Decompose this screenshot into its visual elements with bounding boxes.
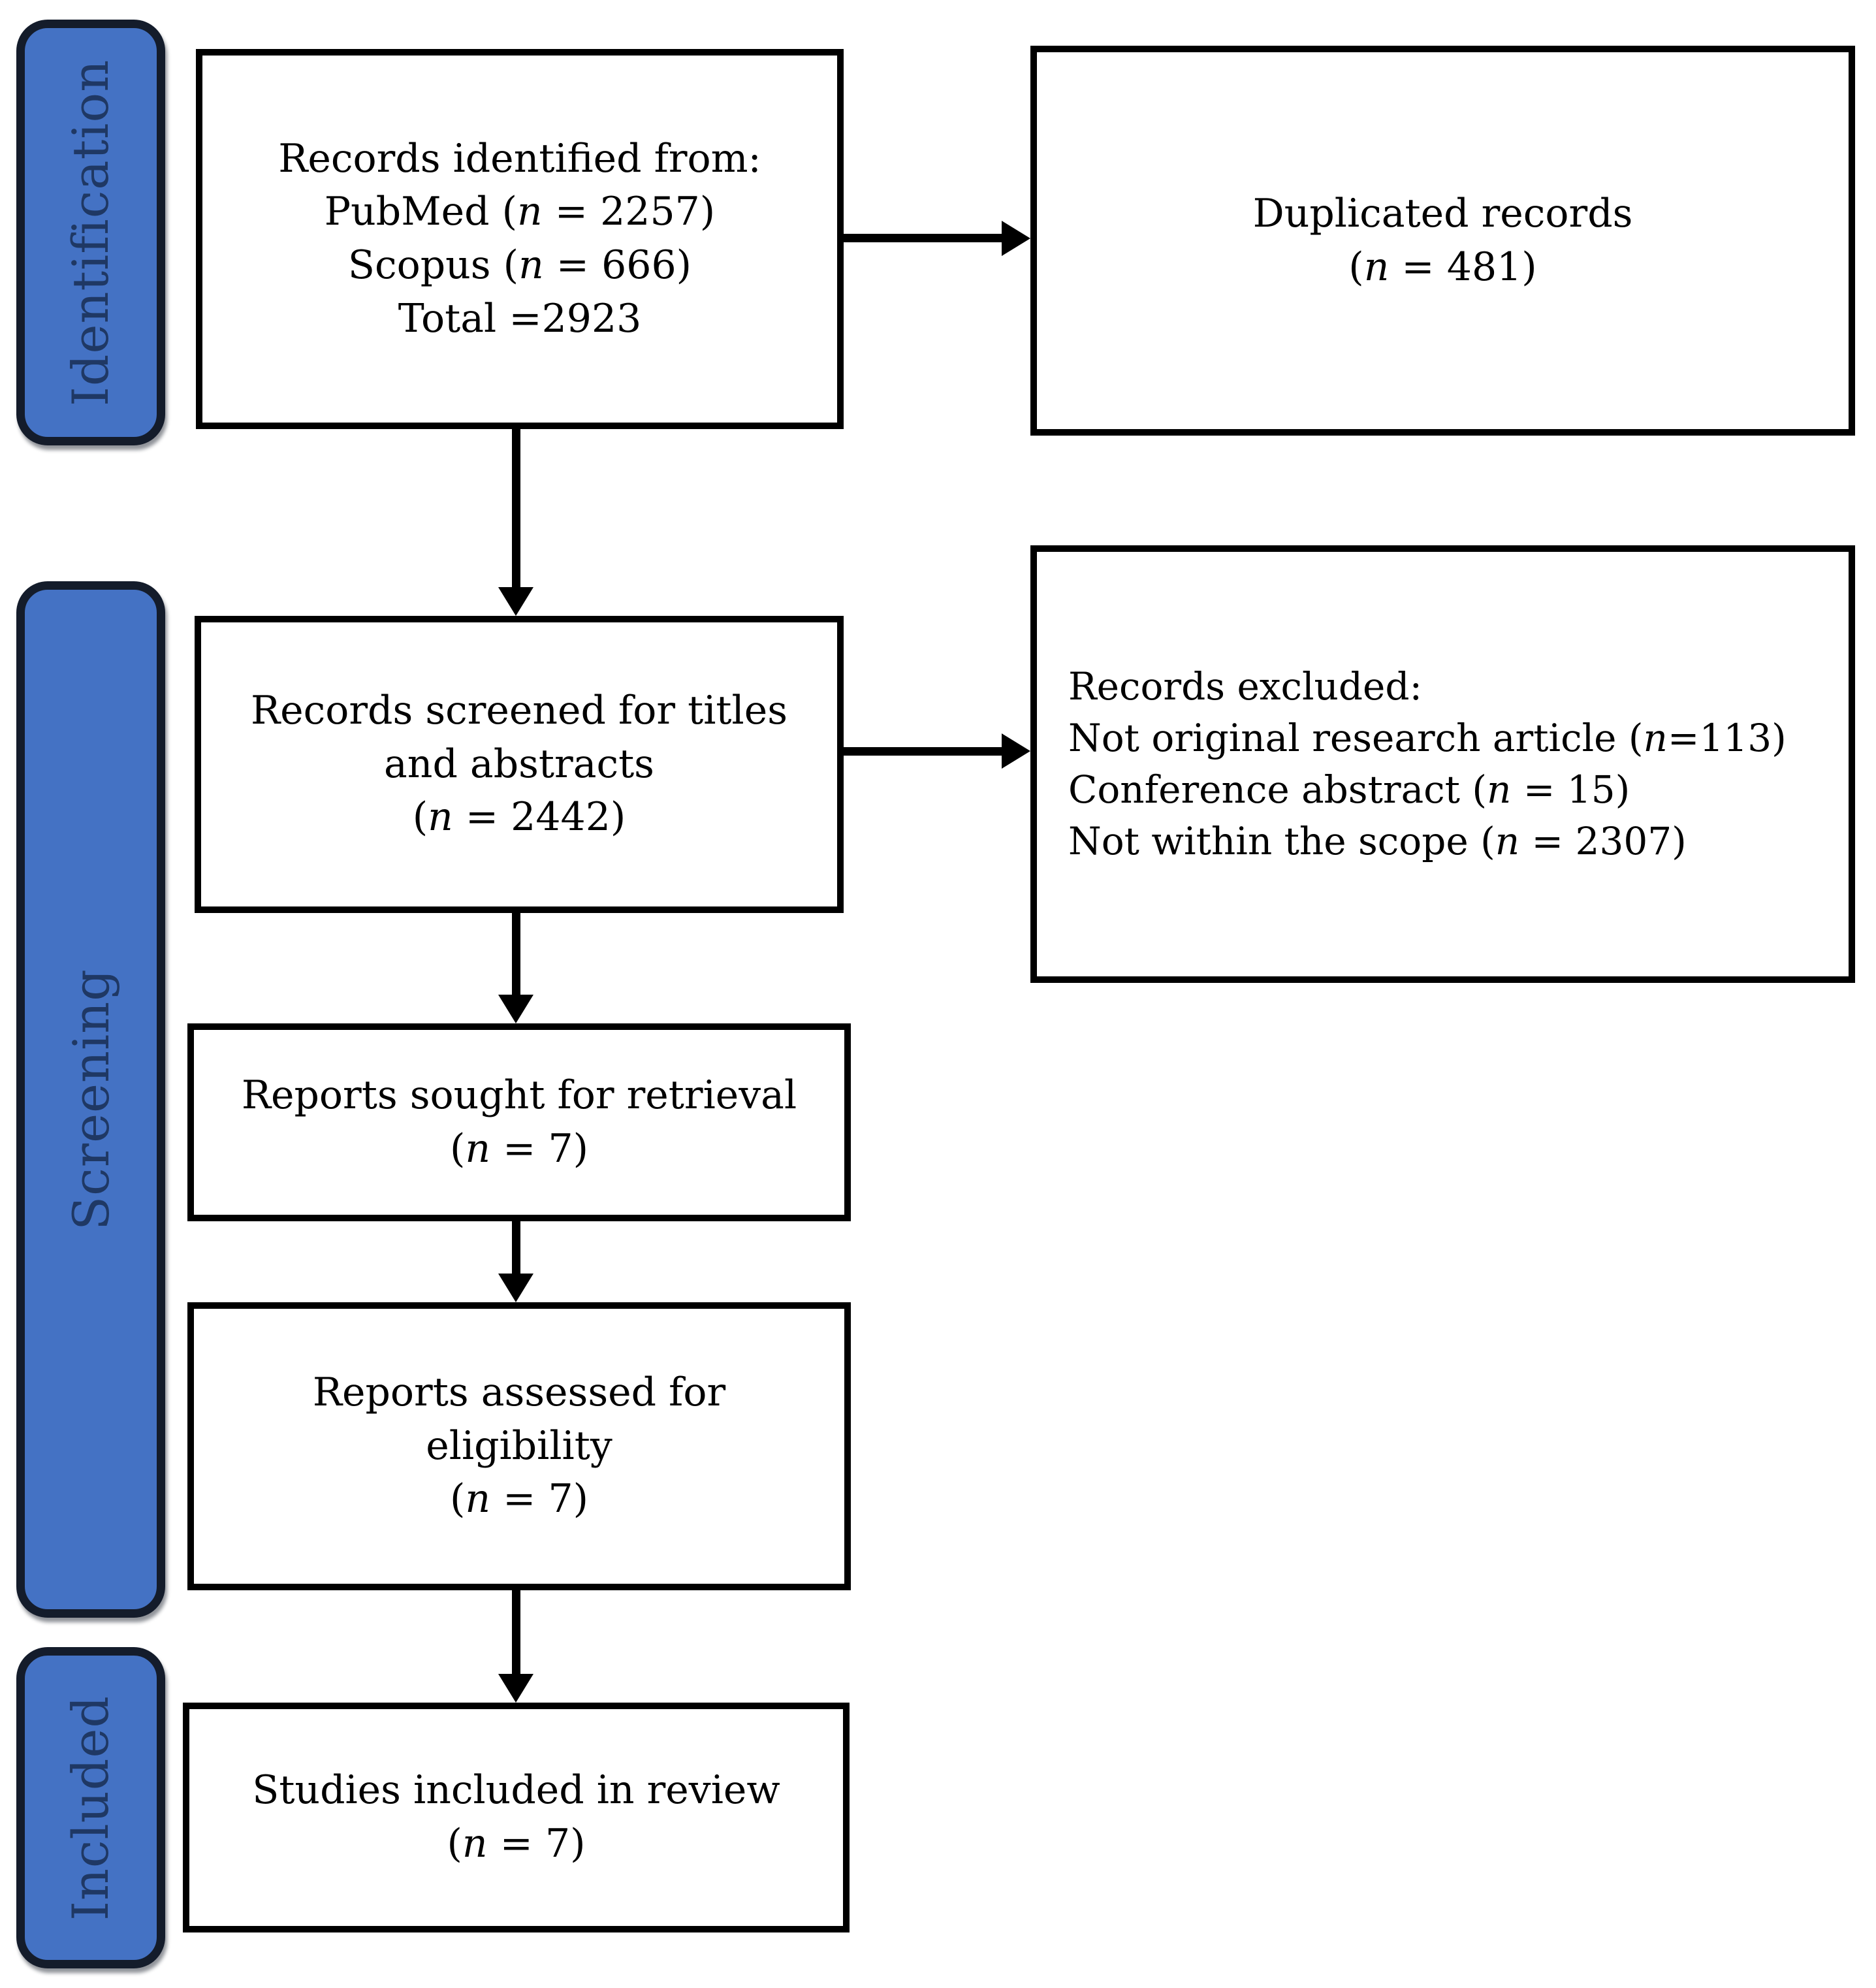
text-line: Reports assessed for [312,1370,726,1416]
text-line: Not within the scope (n = 2307) [1068,818,1687,863]
stage-identification: Identification [16,20,165,445]
right-arrow-head-icon [1002,221,1030,256]
stage-included: Included [16,1647,165,1968]
text-line: and abstracts [384,741,654,787]
text-line: Studies included in review [252,1767,780,1814]
text-line: Records screened for titles [250,688,788,734]
text-line: (n = 7) [447,1821,586,1867]
box-records-identified: Records identified from: PubMed (n = 225… [196,49,844,429]
down-arrow-head-icon [498,1274,533,1302]
box-records-screened: Records screened for titles and abstract… [195,616,844,913]
text-line: Reports sought for retrieval [241,1072,797,1118]
stage-screening-label: Screening [61,969,120,1230]
text-line: (n = 481) [1348,244,1537,290]
right-arrow-head-icon [1002,733,1030,769]
down-arrow-head-icon [498,587,533,616]
text-line: Records identified from: [278,135,761,182]
down-arrow-line [512,1221,520,1277]
stage-identification-label: Identification [61,59,120,406]
text-line: Scopus (n = 666) [347,242,692,288]
down-arrow-line [512,429,520,591]
text-line: Not original research article (n=113) [1068,716,1787,761]
box-reports-sought: Reports sought for retrieval (n = 7) [187,1023,851,1221]
text-line: Total =2923 [398,295,642,342]
text-line: Duplicated records [1252,190,1633,236]
stage-screening: Screening [16,581,165,1618]
down-arrow-line [512,1590,520,1675]
text-line: (n = 7) [449,1476,589,1522]
right-arrow-line [844,747,1004,756]
text-line: eligibility [426,1422,612,1469]
text-line: (n = 7) [449,1125,589,1172]
stage-included-label: Included [61,1695,120,1921]
down-arrow-line [512,913,520,998]
down-arrow-head-icon [498,995,533,1023]
box-studies-included: Studies included in review (n = 7) [183,1703,850,1932]
text-line: Conference abstract (n = 15) [1068,767,1630,812]
box-records-excluded: Records excluded: Not original research … [1030,545,1855,983]
right-arrow-line [844,234,1004,242]
box-duplicated-records: Duplicated records (n = 481) [1030,46,1855,436]
text-line: Records excluded: [1068,664,1422,709]
text-line: PubMed (n = 2257) [324,189,716,235]
down-arrow-head-icon [498,1674,533,1703]
text-line: (n = 2442) [412,794,626,841]
box-reports-assessed: Reports assessed for eligibility (n = 7) [187,1302,851,1590]
